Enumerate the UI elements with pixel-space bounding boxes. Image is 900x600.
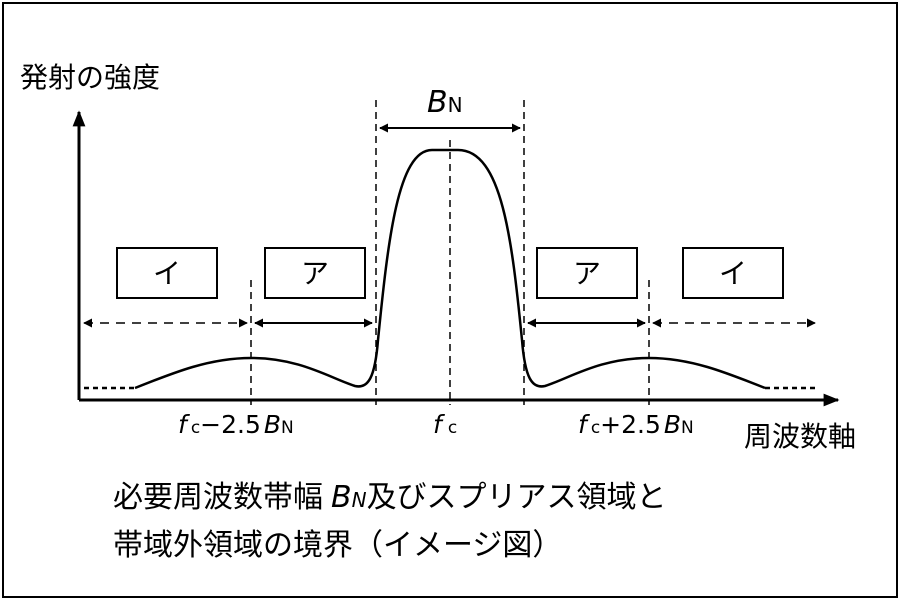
x-axis-label: 周波数軸 (744, 420, 856, 453)
bandwidth-symbol: B (427, 85, 448, 120)
region-box-inner-right: ア (536, 247, 638, 299)
region-box-outer-left: イ (116, 247, 218, 299)
y-axis-label: 発射の強度 (20, 61, 160, 94)
region-label-outer-right: イ (719, 257, 747, 290)
region-label-inner-left: ア (301, 257, 329, 290)
bandwidth-subscript: N (448, 93, 463, 117)
region-box-inner-left: ア (264, 247, 366, 299)
bandwidth-label: BN (427, 85, 463, 120)
caption-line-2: 帯域外領域の境界（イメージ図） (113, 528, 562, 563)
region-label-outer-left: イ (153, 257, 181, 290)
region-box-outer-right: イ (682, 247, 784, 299)
region-label-inner-right: ア (573, 257, 601, 290)
emission-spectrum-curve (134, 148, 766, 390)
